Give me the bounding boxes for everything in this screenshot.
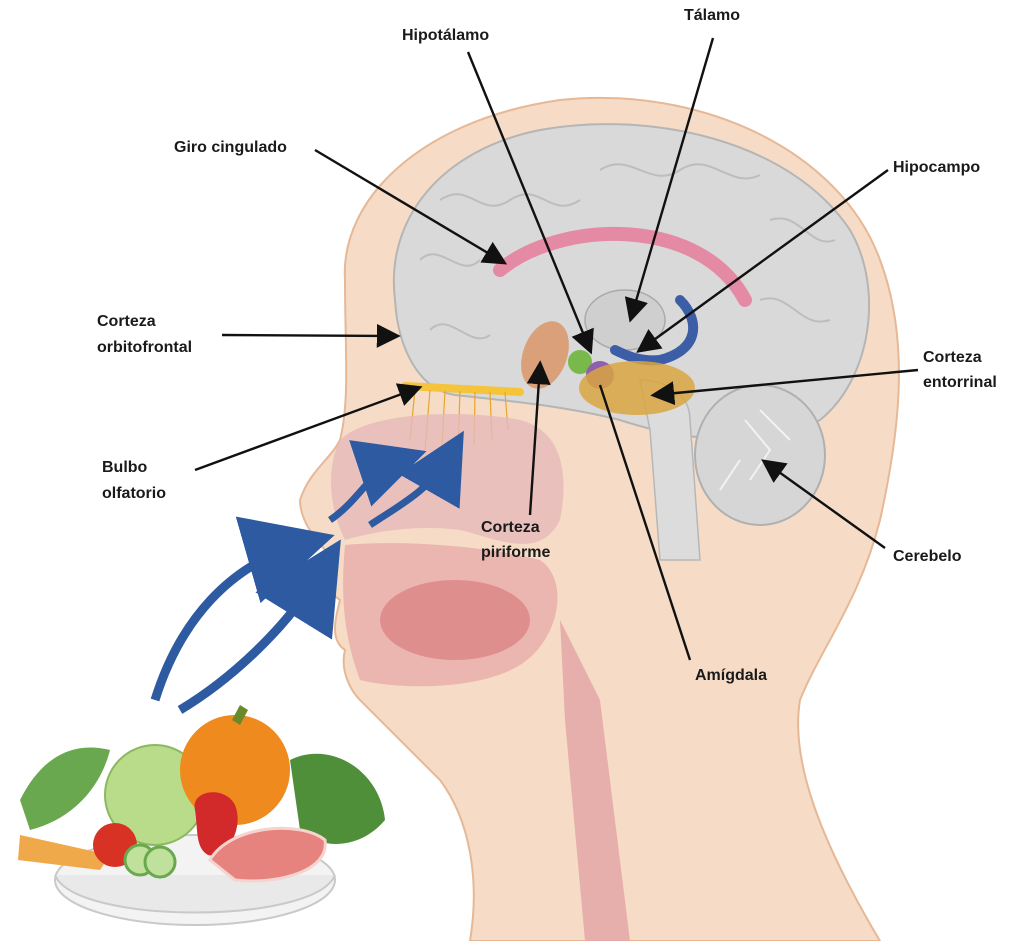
vegetables bbox=[18, 705, 385, 883]
label-corteza-orbitofrontal-1: Corteza bbox=[97, 313, 156, 330]
label-lines bbox=[194, 37, 919, 661]
carrot bbox=[18, 835, 110, 870]
brain-gyri bbox=[419, 163, 836, 340]
meat bbox=[208, 826, 327, 883]
greens-right bbox=[290, 753, 385, 844]
pumpkin-stem bbox=[232, 705, 248, 725]
label-corteza-piriforme-2: piriforme bbox=[481, 544, 550, 561]
label-corteza-orbitofrontal-2: orbitofrontal bbox=[97, 339, 192, 356]
label-corteza-piriforme-1: Corteza bbox=[481, 519, 540, 536]
cingulate-gyrus bbox=[493, 226, 752, 307]
red-pepper bbox=[194, 792, 238, 856]
hypothalamus bbox=[568, 350, 592, 374]
tongue bbox=[380, 580, 530, 660]
cerebellum-folia bbox=[719, 409, 791, 491]
label-cerebelo: Cerebelo bbox=[893, 548, 962, 565]
airflow-arrow-2 bbox=[368, 430, 464, 528]
odor-arrow-2 bbox=[177, 539, 341, 714]
cucumber-2 bbox=[143, 845, 177, 879]
throat bbox=[560, 620, 630, 941]
entorhinal-cortex bbox=[579, 361, 695, 415]
label-hipotalamo: Hipotálamo bbox=[402, 27, 489, 44]
label-bulbo-olfatorio-2: olfatorio bbox=[102, 485, 166, 502]
airflow-arrow-1 bbox=[328, 440, 427, 523]
cerebellum bbox=[694, 384, 826, 526]
greens-left bbox=[20, 747, 110, 830]
label-amigdala: Amígdala bbox=[695, 667, 767, 684]
hippocampus bbox=[610, 295, 699, 366]
label-giro-cingulado: Giro cingulado bbox=[174, 139, 287, 156]
label-corteza-entorrinal-1: Corteza bbox=[923, 349, 982, 366]
olfactory-bulb bbox=[401, 382, 524, 396]
label-hipocampo: Hipocampo bbox=[893, 159, 980, 176]
label-corteza-entorrinal-2: entorrinal bbox=[923, 374, 997, 391]
brain-cortex bbox=[392, 123, 870, 440]
label-bulbo-olfatorio-1: Bulbo bbox=[102, 459, 148, 476]
label-talamo: Tálamo bbox=[684, 7, 740, 24]
